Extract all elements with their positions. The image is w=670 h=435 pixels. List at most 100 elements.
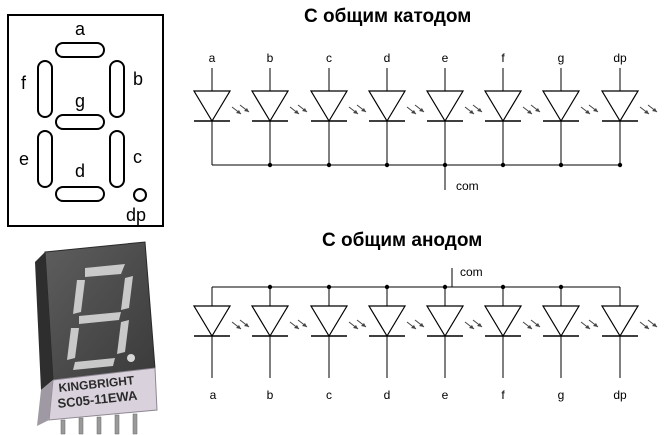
anode-diode-d xyxy=(367,305,407,338)
anode-emission-arrowhead xyxy=(302,323,307,327)
cathode-junction xyxy=(558,162,564,168)
cathode-pin-label-f: f xyxy=(501,51,505,65)
segment-label-dp: dp xyxy=(126,205,147,225)
cathode-pin-label-c: c xyxy=(326,51,332,65)
segment-label-d: d xyxy=(75,161,86,181)
anode-junction xyxy=(326,284,332,290)
anode-emission-arrowhead xyxy=(361,323,366,327)
anode-diode-e xyxy=(425,305,465,338)
anode-pin-label-b: b xyxy=(267,388,274,402)
segment-c xyxy=(109,130,125,188)
anode-pin-label-g: g xyxy=(558,388,565,402)
cathode-junction xyxy=(617,162,623,168)
anode-pin-label-e: e xyxy=(442,388,449,402)
cathode-emission-arrowhead xyxy=(469,110,474,114)
cathode-diode-g xyxy=(541,90,581,123)
anode-emission-arrowhead xyxy=(353,325,358,329)
anode-pin-label-dp: dp xyxy=(613,388,627,402)
segment-label-e: e xyxy=(19,149,30,169)
segment-b xyxy=(109,60,125,118)
anode-emission-arrowhead xyxy=(652,323,657,327)
cathode-diode-f xyxy=(483,90,523,123)
anode-junction xyxy=(442,284,448,290)
cathode-junction xyxy=(500,162,506,168)
cathode-diode-dp xyxy=(600,90,640,123)
common-anode-title: С общим анодом xyxy=(322,230,483,251)
cathode-emission-arrowhead xyxy=(652,108,657,112)
cathode-emission-arrowhead xyxy=(585,110,590,114)
anode-diode-f xyxy=(483,305,523,338)
cathode-emission-arrowhead xyxy=(294,110,299,114)
cathode-pin-label-a: a xyxy=(209,51,216,65)
segment-label-f: f xyxy=(21,73,27,93)
cathode-emission-arrowhead xyxy=(236,110,241,114)
cathode-pin-label-b: b xyxy=(267,51,274,65)
cathode-emission-arrowhead xyxy=(244,108,249,112)
cathode-emission-arrowhead xyxy=(477,108,482,112)
cathode-emission-arrowhead xyxy=(535,108,540,112)
segment-label-b: b xyxy=(133,69,144,89)
cathode-pin-label-e: e xyxy=(442,51,449,65)
cathode-diode-d xyxy=(367,90,407,123)
cathode-diode-a xyxy=(192,90,232,123)
anode-emission-arrowhead xyxy=(236,325,241,329)
segment-label-a: a xyxy=(75,19,86,39)
segment-a xyxy=(55,42,105,58)
segment-label-g: g xyxy=(75,91,86,111)
cathode-emission-arrowhead xyxy=(302,108,307,112)
cathode-junction xyxy=(267,162,273,168)
anode-emission-arrowhead xyxy=(644,325,649,329)
segment-e xyxy=(37,130,53,188)
cathode-com-label: com xyxy=(456,179,479,193)
cathode-emission-arrowhead xyxy=(644,110,649,114)
anode-emission-arrowhead xyxy=(244,323,249,327)
cathode-junction xyxy=(326,162,332,168)
cathode-diode-c xyxy=(309,90,349,123)
cathode-diode-b xyxy=(250,90,290,123)
anode-emission-arrowhead xyxy=(593,323,598,327)
cathode-emission-arrowhead xyxy=(593,108,598,112)
anode-com-label: com xyxy=(460,265,483,279)
anode-diode-dp xyxy=(600,305,640,338)
anode-diode-a xyxy=(192,305,232,338)
common-cathode-title: С общим катодом xyxy=(304,6,472,27)
anode-pin-label-a: a xyxy=(210,388,217,402)
cathode-diode-e xyxy=(425,90,465,123)
segment-f xyxy=(37,60,53,118)
cathode-emission-arrowhead xyxy=(419,108,424,112)
cathode-emission-arrowhead xyxy=(361,108,366,112)
anode-emission-arrowhead xyxy=(469,325,474,329)
cathode-emission-arrowhead xyxy=(411,110,416,114)
anode-emission-arrowhead xyxy=(411,325,416,329)
cathode-emission-arrowhead xyxy=(353,110,358,114)
anode-pin-label-f: f xyxy=(501,388,505,402)
segment-g xyxy=(55,114,105,130)
cathode-emission-arrowhead xyxy=(527,110,532,114)
segment-label-c: c xyxy=(133,147,142,167)
cathode-pin-label-d: d xyxy=(384,51,391,65)
cathode-pin-label-g: g xyxy=(558,51,565,65)
segment-dp xyxy=(133,188,147,202)
anode-junction xyxy=(500,284,506,290)
segment-d xyxy=(55,186,105,202)
anode-emission-arrowhead xyxy=(527,325,532,329)
cathode-pin-label-dp: dp xyxy=(613,51,627,65)
anode-pin-label-d: d xyxy=(384,388,391,402)
component-photo xyxy=(35,241,158,435)
anode-emission-arrowhead xyxy=(535,323,540,327)
anode-diode-b xyxy=(250,305,290,338)
anode-junction xyxy=(558,284,564,290)
anode-diode-c xyxy=(309,305,349,338)
anode-emission-arrowhead xyxy=(294,325,299,329)
cathode-junction xyxy=(384,162,390,168)
anode-junction xyxy=(267,284,273,290)
component-label-text: KINGBRIGHT SC05-11EWA xyxy=(57,373,139,411)
anode-emission-arrowhead xyxy=(585,325,590,329)
anode-diode-g xyxy=(541,305,581,338)
segment-legend: a f b g e c d dp xyxy=(7,14,164,227)
anode-junction xyxy=(384,284,390,290)
anode-emission-arrowhead xyxy=(477,323,482,327)
anode-emission-arrowhead xyxy=(419,323,424,327)
